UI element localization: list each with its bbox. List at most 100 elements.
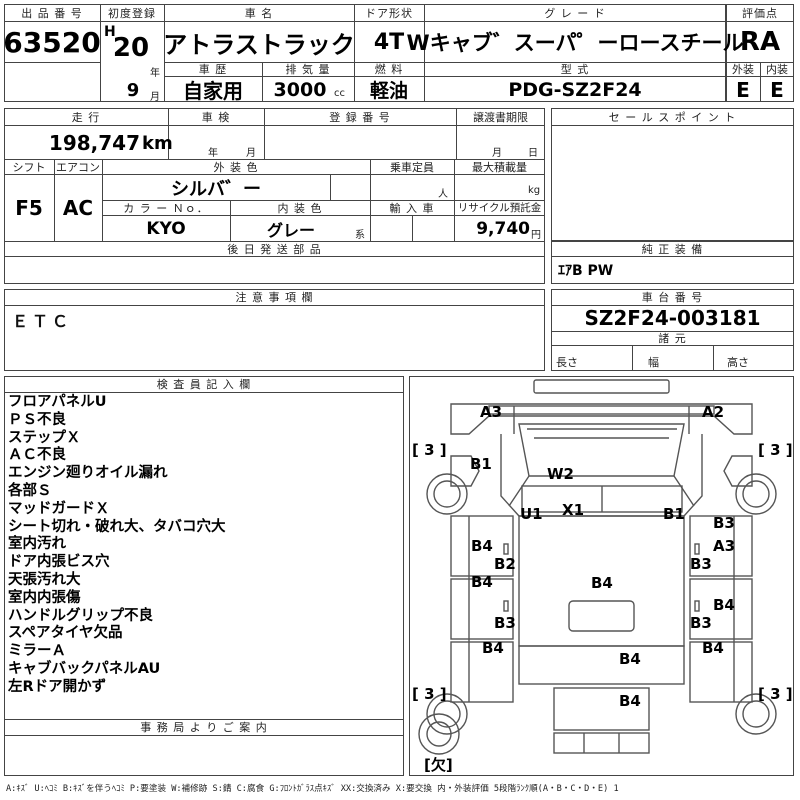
- grade-label: グ レ ー ド: [544, 6, 606, 20]
- inspector-note: 左Rドア開かず: [8, 678, 107, 695]
- capacity-label: 乗車定員: [390, 160, 434, 174]
- transfer-month-unit: 月: [492, 148, 502, 159]
- inspection-month-unit: 月: [246, 148, 256, 159]
- aircon-label: エアコン: [56, 160, 100, 174]
- inspector-note: ハンドルグリップ不良: [8, 607, 153, 624]
- model-code: PDG-SZ2F24: [508, 78, 642, 101]
- damage-code: B1: [470, 455, 492, 473]
- damage-code: B3: [690, 614, 712, 632]
- exterior-color: シルバ゛ー: [171, 178, 261, 200]
- inspection-year-unit: 年: [208, 148, 218, 159]
- inspector-note: ステップＸ: [8, 429, 81, 446]
- inspector-note: マッドガードＸ: [8, 500, 110, 517]
- spec-label: 諸 元: [658, 332, 687, 345]
- mileage-unit: km: [142, 132, 173, 154]
- sales-point-label: セ ー ル ス ポ イ ン ト: [608, 110, 737, 124]
- inspector-note: シート切れ・破れ大、タバコ穴大: [8, 518, 226, 535]
- max-load-unit: kg: [528, 185, 541, 196]
- chassis-block: [551, 289, 794, 371]
- height-label: 高さ: [727, 356, 749, 369]
- interior-score: E: [770, 77, 784, 102]
- chassis-number: SZ2F24-003181: [584, 306, 761, 330]
- damage-code: B4: [471, 573, 493, 591]
- fuel: 軽油: [369, 80, 408, 102]
- car-name: アトラストラック: [163, 30, 355, 59]
- sales-point-block: [551, 108, 794, 241]
- door-label: ドア形状: [365, 6, 413, 20]
- recycle-unit: 円: [531, 230, 541, 241]
- lot-number: 63520: [3, 25, 101, 59]
- aircon: AC: [62, 196, 94, 220]
- damage-code: B4: [713, 596, 735, 614]
- max-load-label: 最大積載量: [472, 160, 527, 174]
- tire-front-right: [ 3 ]: [758, 441, 793, 459]
- notes-text: ＥＴＣ: [12, 312, 73, 331]
- inspector-note: 天張汚れ大: [8, 572, 81, 588]
- history-label: 車 歴: [198, 63, 228, 76]
- notes-label: 注 意 事 項 欄: [235, 291, 314, 304]
- diagram-block: [409, 376, 794, 776]
- inspector-note: 各部Ｓ: [8, 483, 52, 499]
- year-unit: 年: [150, 68, 160, 79]
- interior-color: グレー: [266, 220, 315, 240]
- damage-code: U1: [520, 505, 543, 523]
- inspector-note: ミラーＡ: [8, 643, 66, 660]
- mileage: 198,747: [48, 131, 140, 155]
- score-label: 評価点: [742, 6, 778, 20]
- model-label: 型 式: [560, 63, 590, 76]
- shift: F5: [15, 196, 43, 220]
- import-label: 輸 入 車: [389, 201, 435, 215]
- inspector-title: 検 査 員 記 入 欄: [156, 378, 252, 391]
- header-block: [4, 4, 726, 102]
- exterior-label: 外装: [732, 63, 754, 76]
- grade: Wキャブ゛スーパ゜ーロースチール: [406, 31, 744, 55]
- inspector-note: エンジン廻りオイル漏れ: [8, 465, 168, 482]
- genuine-equipment-block: [551, 241, 794, 284]
- era: H: [104, 24, 116, 40]
- office-title: 事 務 局 よ り ご 案 内: [140, 721, 268, 734]
- color-number-label: カ ラ ー Ｎｏ．: [123, 201, 209, 215]
- width-label: 幅: [648, 356, 659, 369]
- damage-code: A2: [702, 403, 725, 421]
- damage-code: B4: [471, 537, 493, 555]
- car-history: 自家用: [183, 79, 243, 103]
- capacity-unit: 人: [438, 189, 448, 200]
- displacement-unit: cc: [334, 88, 345, 99]
- damage-code: B1: [663, 505, 685, 523]
- month-unit: 月: [150, 92, 160, 103]
- damage-code: B4: [619, 650, 641, 668]
- inspector-block: [4, 376, 404, 776]
- damage-code: B3: [690, 555, 712, 573]
- inspector-note: 室内汚れ: [8, 536, 66, 553]
- first-reg-month: 9: [126, 79, 140, 101]
- damage-code: A3: [713, 537, 736, 555]
- damage-code: B4: [702, 639, 724, 657]
- damage-code: B3: [713, 514, 735, 532]
- inspector-note: ドア内張ビス穴: [8, 554, 110, 571]
- transfer-label: 譲渡書期限: [473, 110, 528, 124]
- legend: A:ｷｽﾞ U:ﾍｺﾐ B:ｷｽﾞを伴うﾍｺﾐ P:要塗装 W:補修跡 S:錆 …: [6, 784, 619, 794]
- later-parts-label: 後 日 発 送 部 品: [227, 242, 322, 256]
- car-name-label: 車 名: [244, 6, 274, 20]
- plate-label: 登 録 番 号: [329, 110, 391, 124]
- genuine-equipment-label: 純 正 装 備: [641, 242, 704, 256]
- notes-block: [4, 289, 545, 371]
- inspector-note: フロアパネルU: [8, 394, 107, 410]
- exterior-color-label: 外 装 色: [213, 160, 259, 174]
- damage-code: B4: [591, 574, 613, 592]
- interior-color-unit: 系: [355, 230, 365, 241]
- transfer-day-unit: 日: [528, 148, 538, 159]
- color-number: KYO: [146, 218, 186, 239]
- damage-code: W2: [547, 465, 574, 483]
- details-block: [4, 108, 545, 284]
- inspector-note: ＡＣ不良: [8, 447, 66, 464]
- displacement-label: 排 気 量: [285, 63, 331, 76]
- interior-color-label: 内 装 色: [277, 201, 323, 215]
- damage-code: B4: [619, 692, 641, 710]
- tire-front-left: [ 3 ]: [412, 441, 447, 459]
- truck-diagram: [418, 379, 777, 755]
- fuel-label: 燃 料: [374, 63, 404, 76]
- damage-code: B4: [482, 639, 504, 657]
- damage-code: X1: [562, 501, 585, 519]
- tire-rear-right: [ 3 ]: [758, 685, 793, 703]
